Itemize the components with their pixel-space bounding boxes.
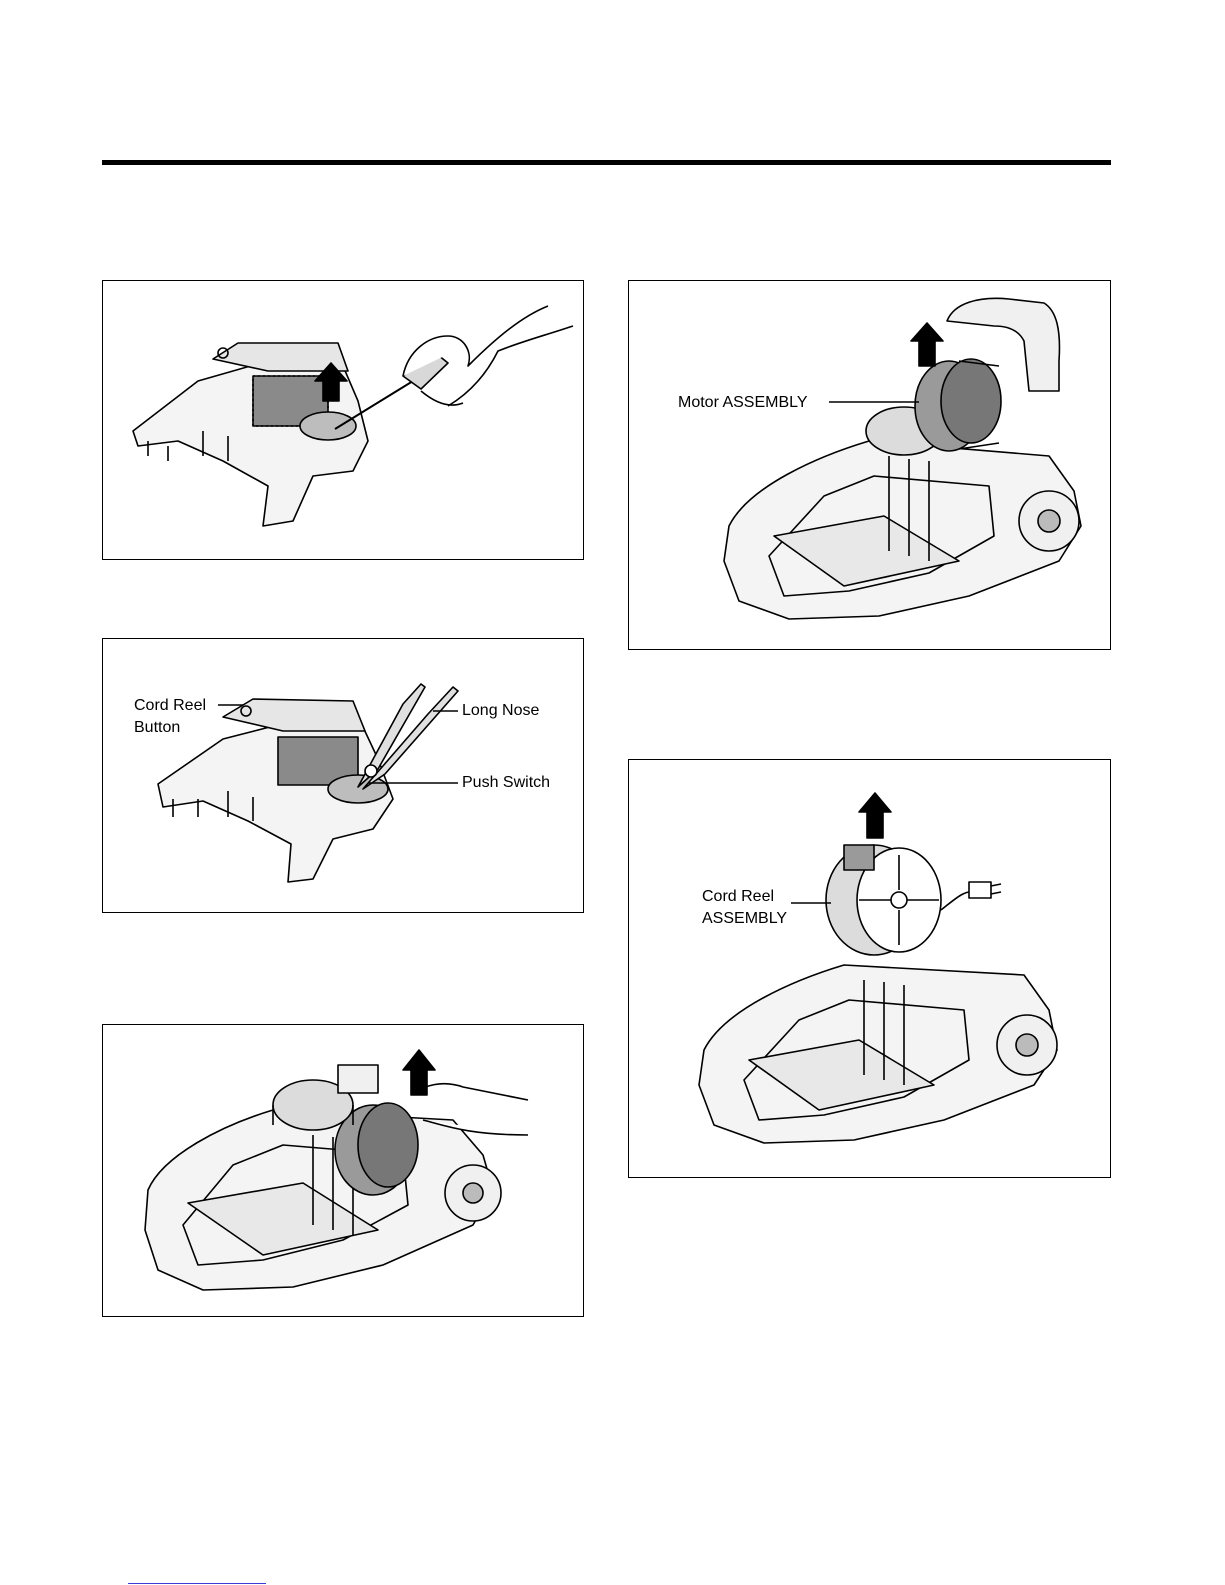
- long-nose-pliers-icon: [358, 684, 458, 789]
- hand-icon: [403, 306, 573, 406]
- wheel-icon: [1019, 491, 1079, 551]
- figure-3-lift-motor: [102, 1024, 584, 1317]
- motor-icon: [915, 359, 1001, 451]
- figure-3-illustration: [103, 1025, 585, 1318]
- wheel-icon: [997, 1015, 1057, 1075]
- cord-reel-icon: [826, 845, 941, 955]
- long-nose-label: Long Nose: [462, 700, 539, 722]
- figure-5-cord-reel-assembly: Cord Reel ASSEMBLY: [628, 759, 1111, 1178]
- cord-reel-assembly-label: Cord Reel ASSEMBLY: [702, 886, 787, 930]
- motor-assembly-label: Motor ASSEMBLY: [678, 392, 808, 414]
- wheel-icon: [445, 1165, 501, 1221]
- figure-4-illustration: [629, 281, 1112, 651]
- cord-reel-button-label: Cord Reel Button: [134, 695, 206, 739]
- footer-link-underline[interactable]: [128, 1583, 266, 1584]
- figure-5-illustration: [629, 760, 1112, 1179]
- vacuum-body-icon: [145, 1110, 493, 1290]
- push-switch-label: Push Switch: [462, 772, 550, 794]
- plug-icon: [941, 882, 1001, 910]
- figure-1-illustration: [103, 281, 585, 561]
- figure-2-push-switch: Cord Reel Button Long Nose Push Switch: [102, 638, 584, 913]
- up-arrow-icon: [859, 793, 891, 838]
- header-rule: [102, 160, 1111, 165]
- figure-4-motor-assembly: Motor ASSEMBLY: [628, 280, 1111, 650]
- figure-1-screwdriver: [102, 280, 584, 560]
- up-arrow-icon: [911, 323, 943, 366]
